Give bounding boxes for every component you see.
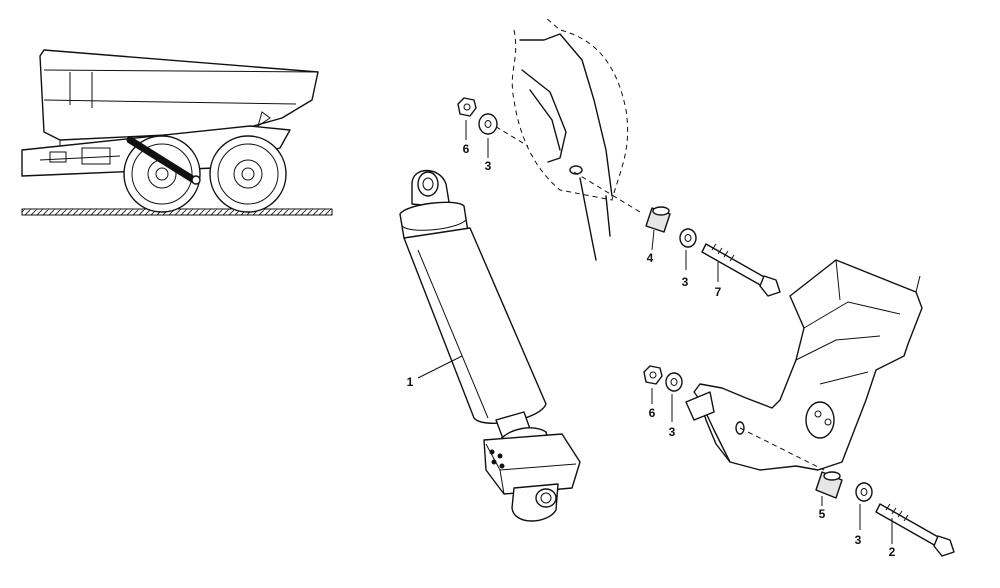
callout-3-lower-right: 3 [855,533,862,547]
callout-3-upper-right: 3 [682,275,689,289]
washer-lower-right [855,482,873,502]
washer-upper-left [478,113,498,135]
callout-6-lower: 6 [649,406,656,420]
bolt-upper [701,243,781,297]
upper-frame-bracket [487,17,641,261]
callout-7: 7 [715,285,722,299]
nut-lower [643,365,663,385]
locator-truck-icon [21,49,333,216]
leader-lines [417,120,893,544]
lower-frame-bracket [693,259,923,471]
callout-labels: 1 6 3 4 3 7 6 3 5 3 2 [407,142,896,559]
callout-5: 5 [819,507,826,521]
bushing-lower [815,471,843,499]
callout-3-upper-left: 3 [485,159,492,173]
callout-2: 2 [889,545,896,559]
washer-upper-right [679,228,697,248]
nut-upper [457,97,477,117]
pin-bracket-left [685,391,715,421]
callout-1: 1 [407,375,414,389]
bushing-upper [645,206,671,233]
bolt-lower [875,503,955,557]
callout-4: 4 [647,251,654,265]
callout-3-lower-left: 3 [669,425,676,439]
hydraulic-cylinder [399,169,581,522]
washer-lower-left [665,372,683,392]
callout-6-upper: 6 [463,142,470,156]
